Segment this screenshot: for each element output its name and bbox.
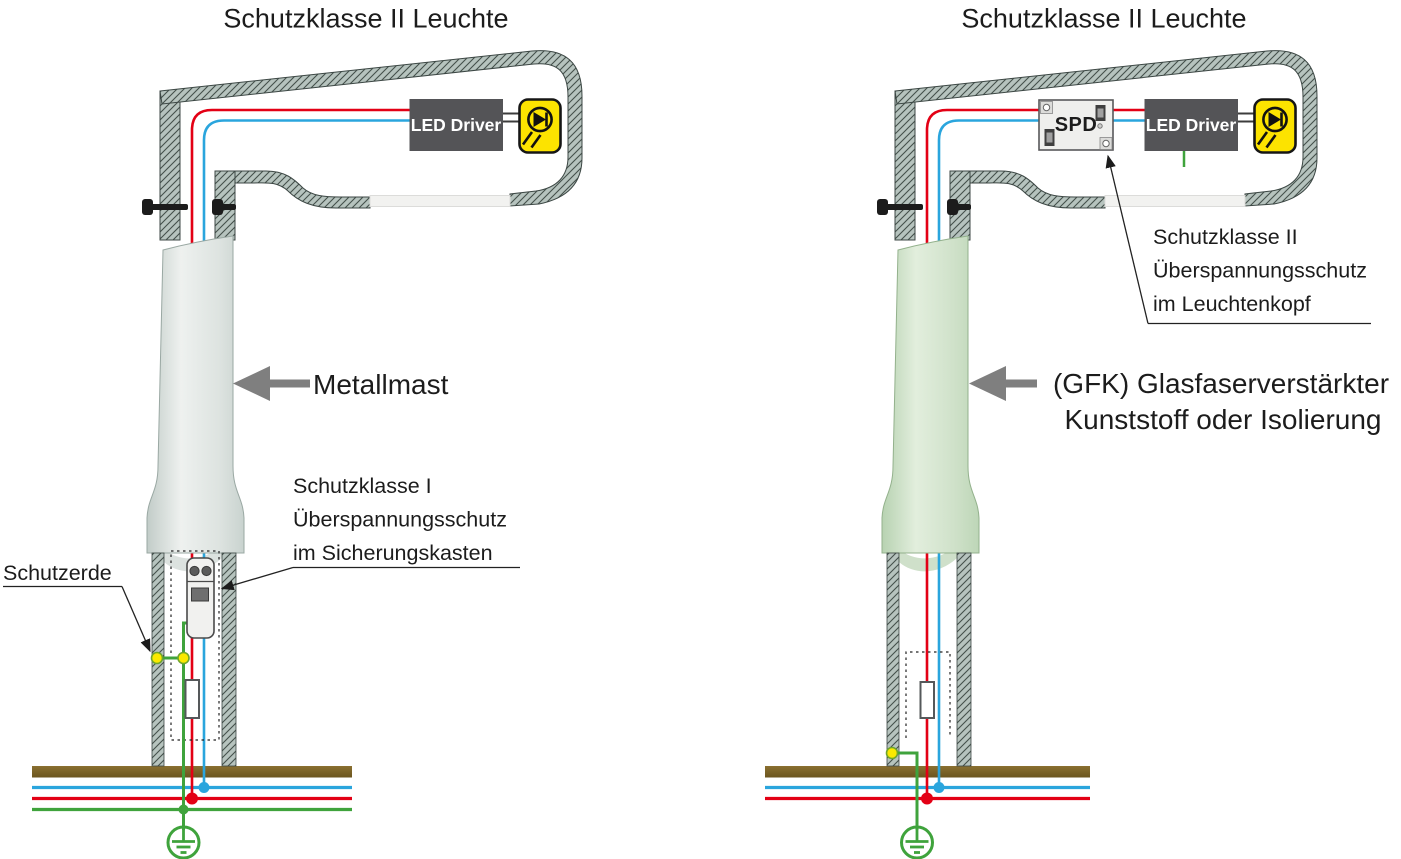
right-base-rim [899, 545, 957, 572]
earth-label: Schutzerde [3, 561, 112, 585]
earth-symbol-icon [166, 825, 201, 859]
right-mast-callout: (GFK) Glasfaserverstärkter Kunststoff od… [969, 366, 1389, 435]
right-fuse-box-outline [905, 651, 951, 738]
left-base-wall-right [221, 552, 237, 767]
right-led-driver-label: LED Driver [1146, 115, 1237, 135]
right-luminaire-head [877, 50, 1318, 241]
earth-terminal-dot [150, 651, 164, 665]
left-led-driver-box [409, 99, 503, 151]
gfk-note-line: (GFK) Glasfaserverstärkter [1053, 368, 1389, 399]
earth-terminal-dot [885, 746, 899, 760]
left-head-housing [159, 50, 583, 207]
earth-terminal-dot [177, 651, 190, 665]
right-phase-wire [925, 108, 1147, 799]
left-surge-callout: Schutzklasse I Überspannungsschutz im Si… [220, 474, 520, 591]
neutral-junction-dot [933, 782, 945, 793]
spd-label: SPD [1055, 114, 1098, 136]
leader-line [121, 586, 151, 653]
earth-symbol-icon [900, 825, 934, 859]
right-surge-callout: Schutzklasse II Überspannungsschutz im L… [1105, 154, 1371, 325]
led-symbol-icon [1253, 98, 1297, 154]
spd-box: SPD [1038, 99, 1114, 151]
left-mast-label: Metallmast [313, 369, 449, 400]
right-base-wall-left [886, 552, 900, 767]
left-head-outer-wall [159, 90, 181, 241]
spd-screw-icon [1097, 123, 1103, 129]
left-led-driver-label: LED Driver [411, 115, 502, 135]
surge-note-line: Überspannungsschutz [1153, 259, 1367, 283]
surge-note-line: Schutzklasse II [1153, 225, 1298, 249]
right-title: Schutzklasse II Leuchte [961, 4, 1246, 34]
earth-junction-dot [178, 804, 189, 815]
right-gfk-mast [881, 235, 980, 554]
leader-line [1105, 154, 1149, 324]
earth-callout: Schutzerde [3, 561, 151, 653]
right-head-outer-wall [894, 90, 916, 241]
left-phase-wire [190, 108, 412, 799]
surge-note-line: im Leuchtenkopf [1153, 292, 1311, 316]
left-metal-mast [146, 235, 245, 554]
right-arrow-icon [969, 366, 1006, 401]
right-earth-wire [892, 751, 919, 830]
right-fuse [919, 681, 935, 719]
phase-junction-dot [921, 792, 933, 805]
left-mounting-bolts [142, 199, 236, 215]
left-head-bottom-curve [234, 170, 371, 209]
left-surge-device [186, 557, 215, 639]
left-luminaire-head [142, 50, 583, 241]
right-diagram: Schutzklasse II Leuchte [765, 4, 1389, 859]
left-mast-callout: Metallmast [233, 366, 449, 401]
gfk-note-line: Kunststoff oder Isolierung [1064, 404, 1381, 435]
left-title: Schutzklasse II Leuchte [223, 4, 508, 34]
right-head-bottom-curve [969, 170, 1106, 209]
surge-note-line: Überspannungsschutz [293, 508, 507, 532]
surge-note-line: Schutzklasse I [293, 474, 432, 498]
leader-line [220, 566, 294, 591]
right-head-light-window [1104, 195, 1246, 207]
led-symbol-icon [518, 98, 562, 154]
right-led-driver-box [1144, 99, 1238, 151]
phase-junction-dot [186, 792, 198, 805]
surge-note-line: im Sicherungskasten [293, 541, 493, 565]
right-mounting-bolts [877, 199, 971, 215]
neutral-junction-dot [198, 782, 210, 793]
right-neutral-wire [937, 119, 1147, 788]
left-arrow-icon [233, 366, 270, 401]
left-fuse-box-outline [170, 550, 220, 741]
left-neutral-wire [202, 119, 412, 788]
left-diagram: Schutzklasse II Leuchte [3, 4, 583, 859]
right-head-housing [894, 50, 1318, 207]
right-base-wall-right [956, 552, 972, 767]
left-fuse [184, 679, 200, 719]
left-head-light-window [369, 195, 511, 207]
